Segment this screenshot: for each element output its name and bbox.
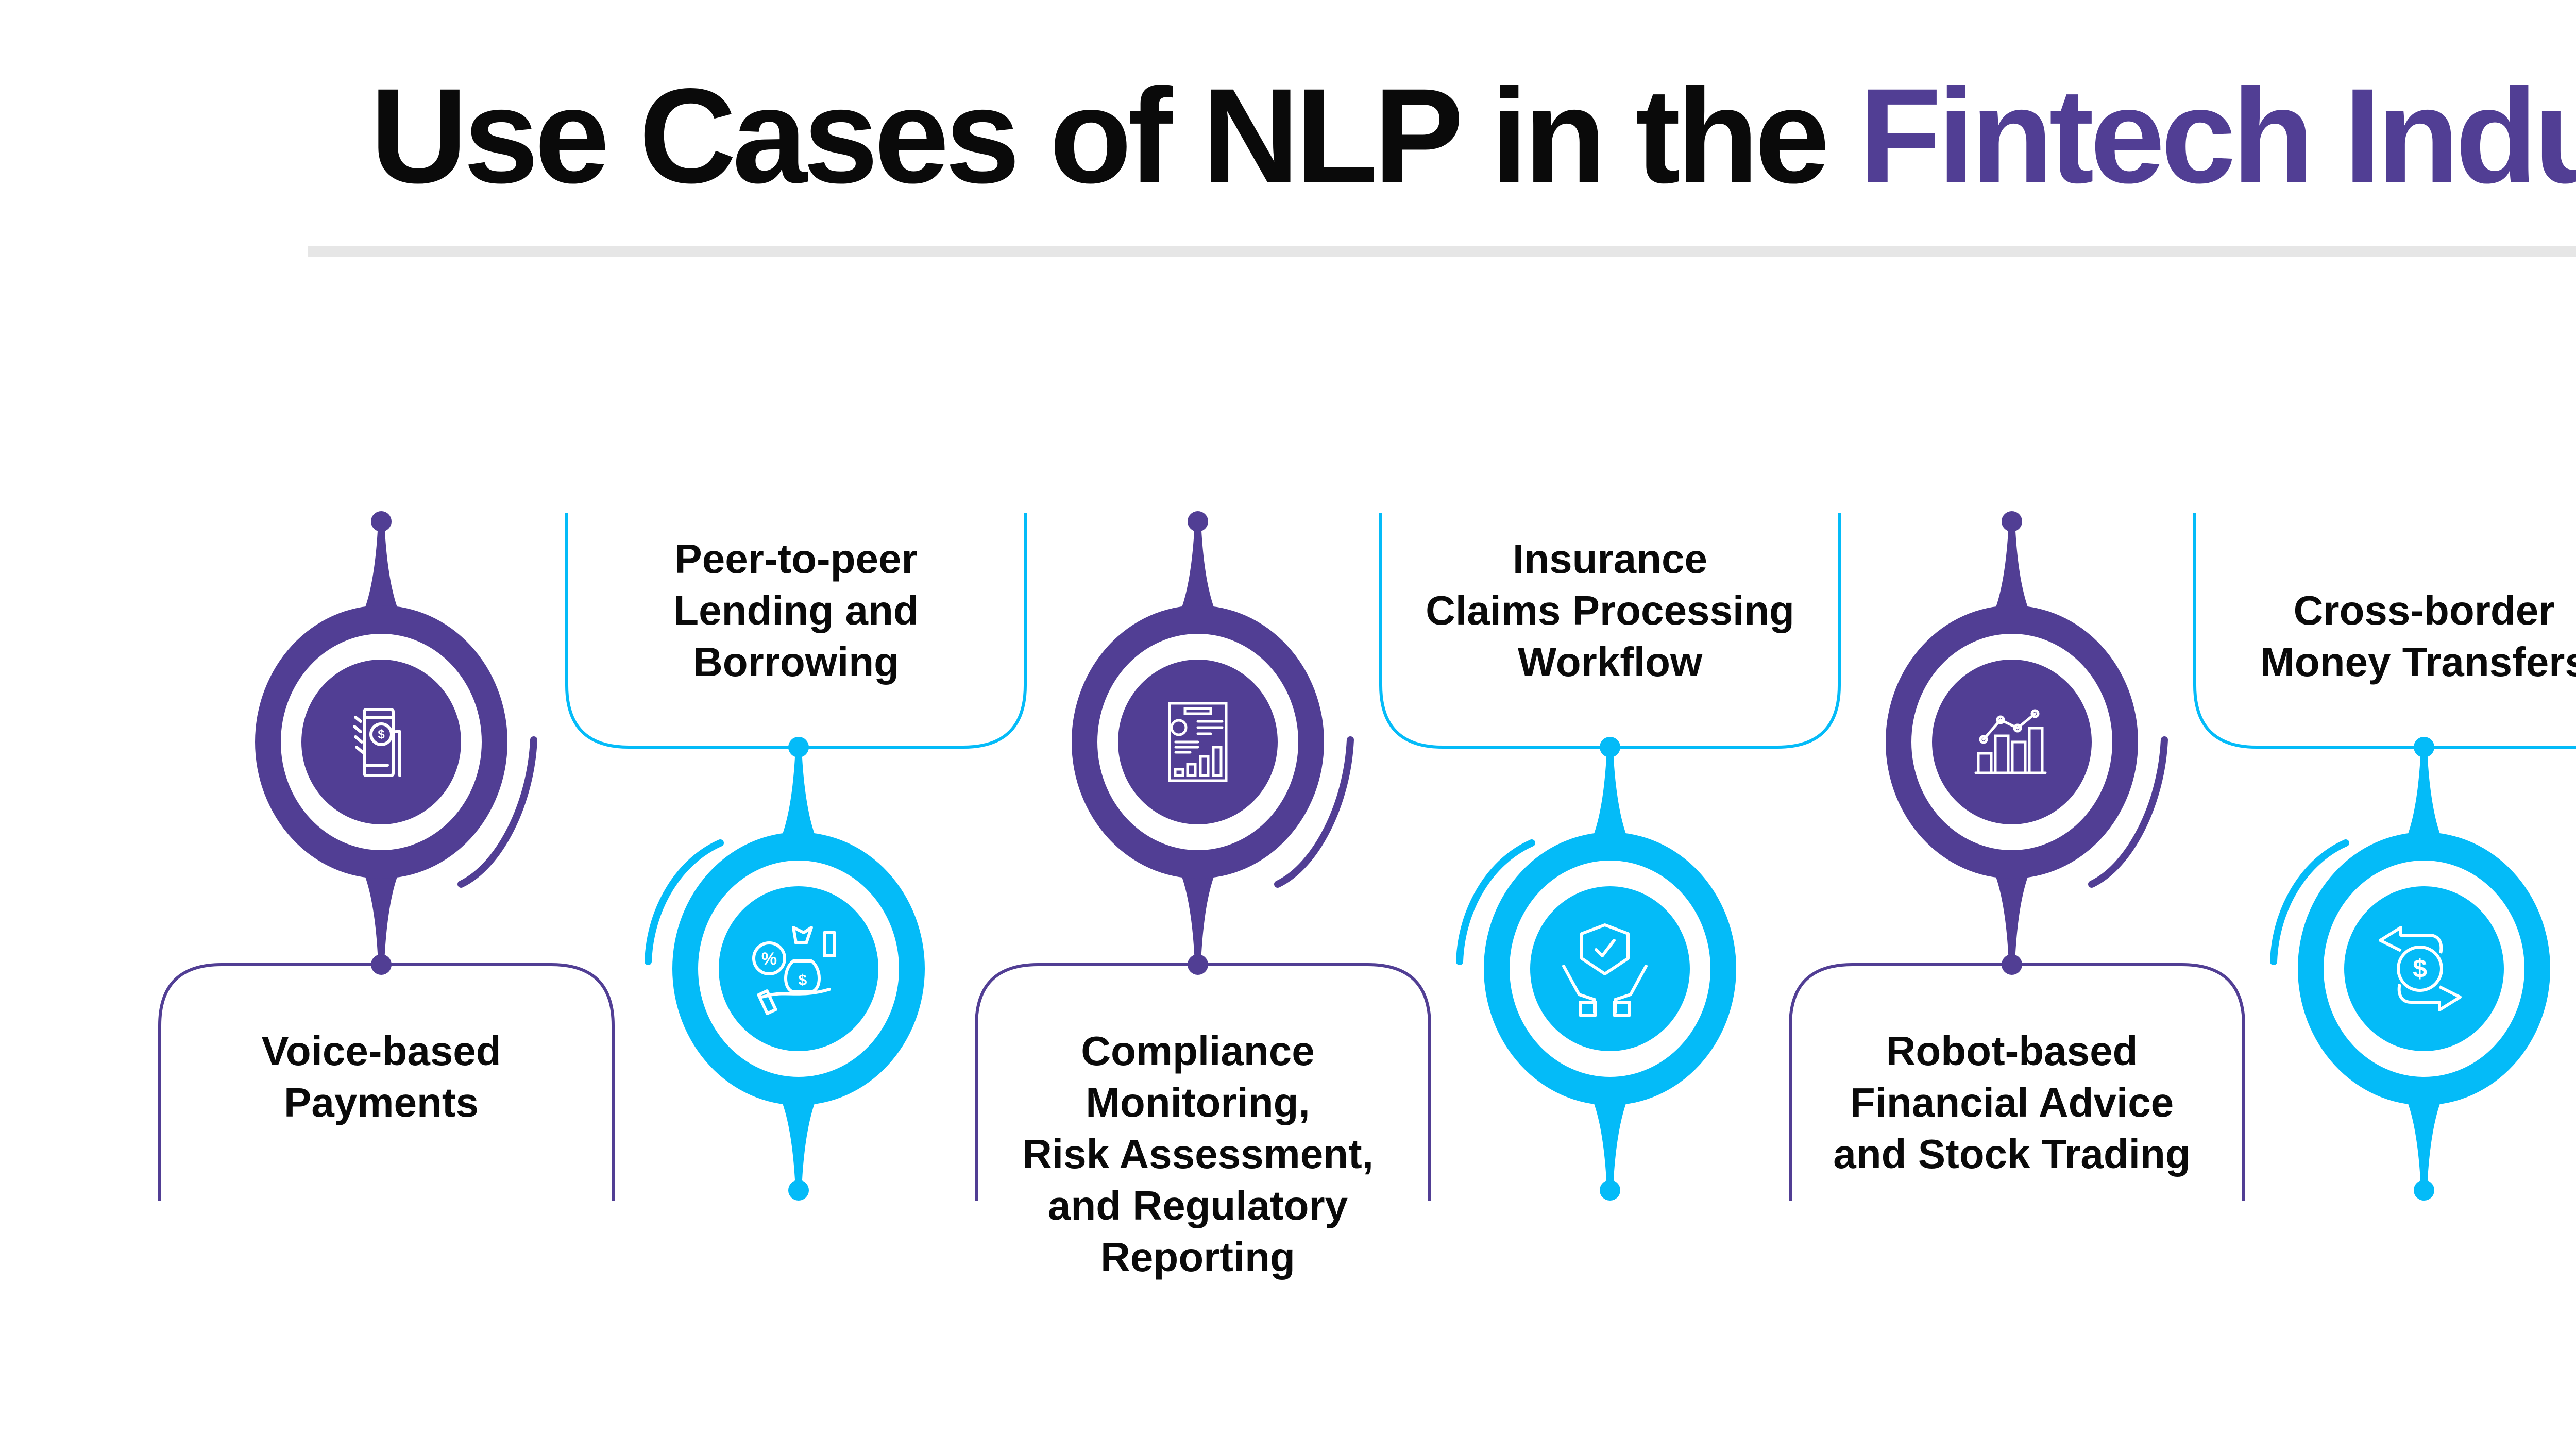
svg-text:$: $ [378,728,385,741]
label-line: and Stock Trading [1833,1131,2191,1177]
use-case-label-6: Cross-border Money Transfers [2197,585,2576,688]
page-title: Use Cases of NLP in the Fintech Industry [0,60,2576,211]
label-line: Voice-based [261,1028,501,1074]
label-box [1789,963,2245,1201]
label-line: Money Transfers [2260,639,2576,685]
svg-text:$: $ [2413,954,2427,983]
label-line: Insurance [1513,536,1707,582]
use-case-node-5 [1789,511,2245,1201]
label-line: and Regulatory [1047,1183,1348,1228]
use-case-label-5: Robot-based Financial Advice and Stock T… [1785,1025,2239,1180]
accent-arc [2270,839,2349,965]
label-line: Monitoring, [1086,1079,1310,1125]
label-line: Risk Assessment, [1022,1131,1374,1177]
label-line: Cross-border [2293,587,2555,633]
svg-text:$: $ [799,972,807,989]
use-case-node-1: $ [158,511,615,1201]
accent-arc [1274,736,1354,888]
accent-arc [1456,839,1535,965]
label-line: Borrowing [693,639,899,685]
label-box [158,963,615,1201]
dollar-exchange-arrows-icon: $ [2379,926,2462,1011]
report-document-chart-icon [1168,702,1228,782]
money-bag-percent-hand-icon: % $ [752,926,836,1015]
use-case-node-6: $ [2193,513,2576,1201]
label-line: Payments [284,1079,479,1125]
use-case-label-3: Compliance Monitoring, Risk Assessment, … [971,1025,1425,1283]
label-line: Workflow [1517,639,1703,685]
use-case-node-4 [1379,513,1841,1201]
label-line: Compliance [1081,1028,1315,1074]
svg-text:%: % [761,949,777,969]
title-divider [308,246,2576,257]
title-accent: Fintech Industry [1859,60,2576,211]
label-line: Robot-based [1886,1028,2138,1074]
label-line: Peer-to-peer [674,536,918,582]
use-case-label-2: Peer-to-peer Lending and Borrowing [569,533,1023,688]
label-line: Lending and [673,587,919,633]
title-prefix: Use Cases of NLP in the [370,60,1859,211]
label-line: Reporting [1100,1234,1295,1280]
label-line: Financial Advice [1850,1079,2174,1125]
accent-arc [2088,736,2168,888]
accent-arc [457,736,537,888]
label-line: Claims Processing [1426,587,1794,633]
bar-line-chart-icon [1974,709,2047,774]
use-case-node-3 [975,511,1431,1201]
use-case-node-2: % $ [565,513,1027,1201]
shield-check-hands-icon [1562,923,1648,1017]
use-case-label-4: Insurance Claims Processing Workflow [1383,533,1837,688]
hand-phone-dollar-icon: $ [353,708,401,777]
accent-arc [645,839,724,965]
use-case-label-1: Voice-based Payments [155,1025,608,1128]
label-box [975,963,1431,1201]
